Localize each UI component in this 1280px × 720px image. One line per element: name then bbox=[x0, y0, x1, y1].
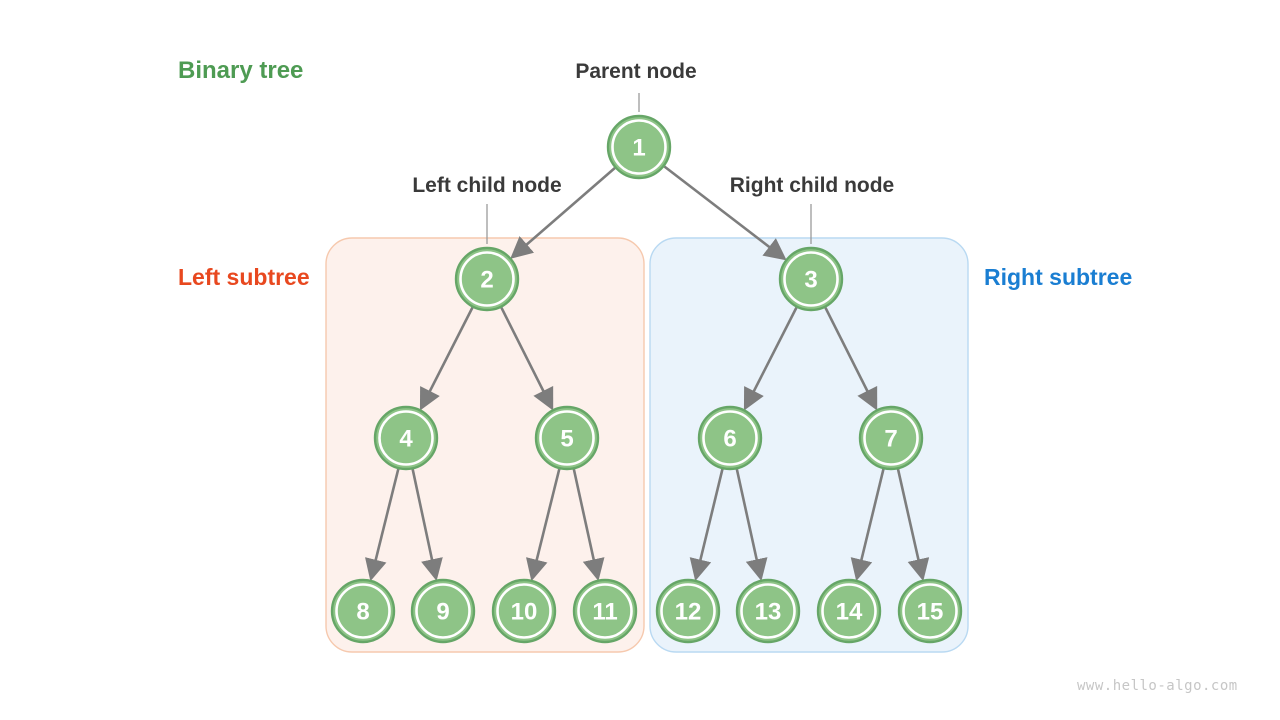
node-value: 9 bbox=[436, 599, 449, 626]
node-inner-ring bbox=[611, 119, 667, 175]
left-child-node-label: Left child node bbox=[412, 174, 562, 197]
node-inner-ring bbox=[378, 410, 434, 466]
watermark: www.hello-algo.com bbox=[1077, 678, 1238, 694]
tree-edge-7-15 bbox=[896, 468, 930, 582]
tree-node-1: 1 bbox=[606, 114, 672, 180]
node-value: 6 bbox=[723, 426, 736, 453]
node-value: 4 bbox=[399, 426, 413, 453]
node-inner-ring bbox=[577, 583, 633, 639]
label-leader-lines bbox=[486, 93, 812, 244]
node-circle bbox=[572, 578, 638, 644]
node-value: 7 bbox=[884, 426, 897, 453]
node-circle bbox=[410, 578, 476, 644]
tree-edge-6-12 bbox=[689, 468, 724, 582]
node-circle bbox=[373, 405, 439, 471]
tree-node-3: 3 bbox=[778, 246, 844, 312]
node-value: 13 bbox=[755, 599, 782, 626]
tree-node-8: 8 bbox=[330, 578, 396, 644]
node-circle bbox=[454, 246, 520, 312]
parent-node-label: Parent node bbox=[575, 60, 697, 83]
left-subtree-label: Left subtree bbox=[178, 264, 310, 290]
node-value: 5 bbox=[560, 426, 573, 453]
node-inner-ring bbox=[335, 583, 391, 639]
node-inner-ring bbox=[660, 583, 716, 639]
node-circle bbox=[534, 405, 600, 471]
node-value: 14 bbox=[836, 599, 863, 626]
tree-edge-6-13 bbox=[735, 468, 768, 582]
tree-edge-2-5 bbox=[500, 307, 554, 411]
tree-node-14: 14 bbox=[816, 578, 882, 644]
left-subtree-box bbox=[325, 237, 645, 653]
tree-node-11: 11 bbox=[572, 578, 638, 644]
tree-node-5: 5 bbox=[534, 405, 600, 471]
node-circle bbox=[897, 578, 963, 644]
tree-node-9: 9 bbox=[410, 578, 476, 644]
node-circle bbox=[697, 405, 763, 471]
node-value: 2 bbox=[480, 267, 493, 294]
tree-node-6: 6 bbox=[697, 405, 763, 471]
tree-node-12: 12 bbox=[655, 578, 721, 644]
node-value: 10 bbox=[511, 599, 538, 626]
node-inner-ring bbox=[863, 410, 919, 466]
right-subtree-label: Right subtree bbox=[984, 264, 1133, 290]
node-value: 8 bbox=[356, 599, 369, 626]
tree-edge-7-14 bbox=[850, 468, 885, 582]
tree-edge-4-9 bbox=[411, 469, 443, 581]
node-inner-ring bbox=[459, 251, 515, 307]
tree-edge-2-4 bbox=[419, 306, 474, 411]
node-inner-ring bbox=[496, 583, 552, 639]
tree-node-7: 7 bbox=[858, 405, 924, 471]
node-inner-ring bbox=[821, 583, 877, 639]
node-circle bbox=[778, 246, 844, 312]
node-inner-ring bbox=[415, 583, 471, 639]
node-inner-ring bbox=[740, 583, 796, 639]
node-value: 1 bbox=[632, 135, 645, 162]
tree-edge-5-11 bbox=[572, 468, 605, 582]
subtree-boxes bbox=[325, 237, 969, 653]
tree-edge-1-2 bbox=[510, 167, 616, 259]
node-circle bbox=[655, 578, 721, 644]
node-circle bbox=[491, 578, 557, 644]
tree-node-10: 10 bbox=[491, 578, 557, 644]
node-inner-ring bbox=[783, 251, 839, 307]
tree-edges bbox=[365, 165, 930, 582]
tree-edge-1-3 bbox=[663, 165, 787, 261]
node-circle bbox=[858, 405, 924, 471]
node-inner-ring bbox=[902, 583, 958, 639]
tree-node-13: 13 bbox=[735, 578, 801, 644]
node-circle bbox=[816, 578, 882, 644]
diagram-title: Binary tree bbox=[178, 57, 304, 84]
tree-node-2: 2 bbox=[454, 246, 520, 312]
tree-edge-3-6 bbox=[743, 306, 798, 411]
tree-edge-3-7 bbox=[824, 307, 878, 411]
right-child-node-label: Right child node bbox=[729, 174, 895, 197]
tree-edge-4-8 bbox=[365, 468, 400, 582]
node-value: 3 bbox=[804, 267, 817, 294]
right-subtree-box bbox=[649, 237, 969, 653]
tree-edge-5-10 bbox=[526, 468, 561, 582]
node-value: 12 bbox=[675, 599, 702, 626]
node-circle bbox=[330, 578, 396, 644]
tree-node-15: 15 bbox=[897, 578, 963, 644]
node-value: 11 bbox=[592, 599, 617, 626]
node-inner-ring bbox=[702, 410, 758, 466]
node-value: 15 bbox=[917, 599, 944, 626]
node-inner-ring bbox=[539, 410, 595, 466]
node-circle bbox=[606, 114, 672, 180]
tree-node-4: 4 bbox=[373, 405, 439, 471]
node-circle bbox=[735, 578, 801, 644]
